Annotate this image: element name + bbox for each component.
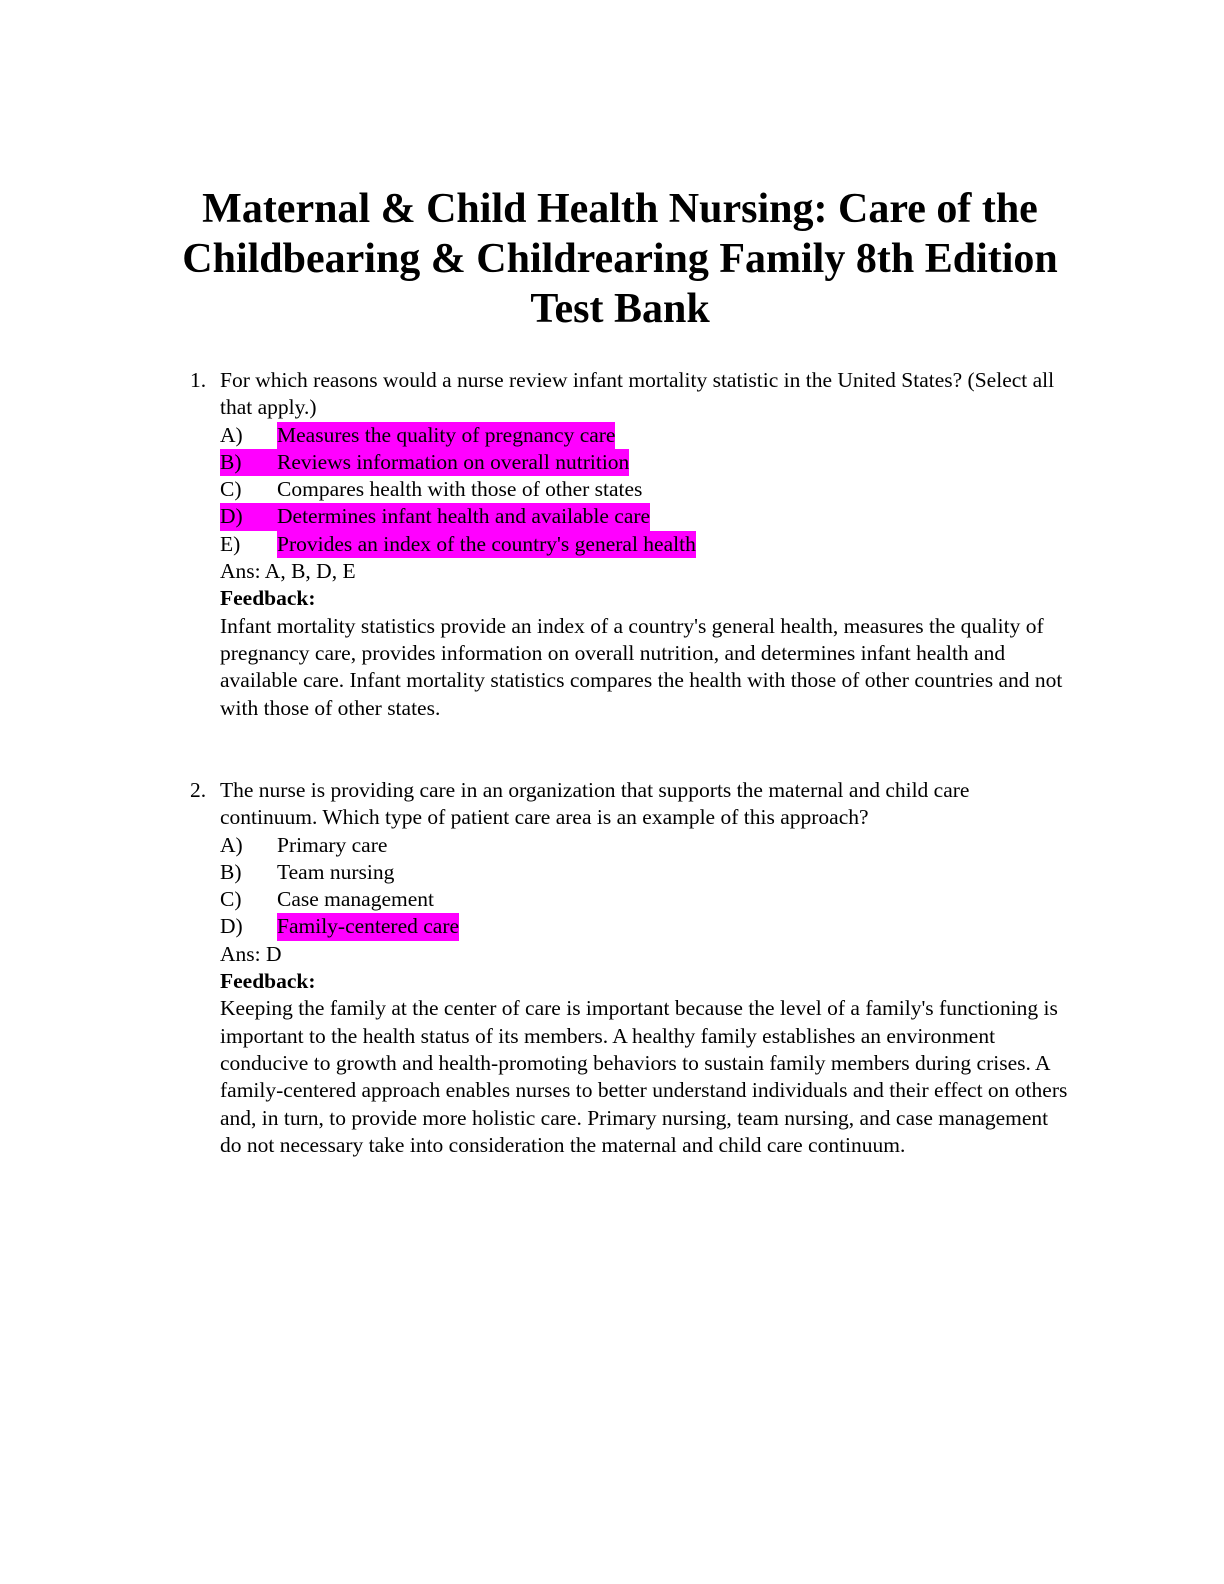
title-line-1: Maternal & Child Health Nursing: Care of… bbox=[202, 186, 1038, 232]
feedback-text: Infant mortality statistics provide an i… bbox=[220, 613, 1063, 720]
option-letter: D) bbox=[220, 503, 277, 531]
question-stem-block: 1. For which reasons would a nurse revie… bbox=[190, 367, 1070, 422]
option-b: B) Reviews information on overall nutrit… bbox=[220, 448, 1070, 477]
answer-key: Ans: D bbox=[220, 941, 282, 966]
option-a: A) Measures the quality of pregnancy car… bbox=[220, 421, 1070, 449]
option-letter: C) bbox=[220, 477, 242, 502]
title-line-3: Test Bank bbox=[530, 286, 710, 332]
option-e: E) Provides an index of the country's ge… bbox=[220, 530, 1070, 559]
option-text: Family-centered care bbox=[277, 913, 460, 941]
option-c: C) Case management bbox=[220, 886, 1070, 913]
option-a: A) Primary care bbox=[220, 832, 1070, 859]
document-title: Maternal & Child Health Nursing: Care of… bbox=[120, 184, 1120, 334]
question-stem: The nurse is providing care in an organi… bbox=[220, 778, 970, 830]
feedback-label: Feedback: bbox=[220, 969, 316, 994]
option-c: C) Compares health with those of other s… bbox=[220, 476, 1070, 503]
option-text: Determines infant health and available c… bbox=[277, 503, 651, 531]
question-stem-block: 2. The nurse is providing care in an org… bbox=[190, 777, 1070, 832]
feedback-label: Feedback: bbox=[220, 586, 316, 611]
option-letter: A) bbox=[220, 832, 243, 857]
question-stem: For which reasons would a nurse review i… bbox=[220, 368, 1055, 420]
option-text: Measures the quality of pregnancy care bbox=[277, 421, 616, 449]
title-line-2: Childbearing & Childrearing Family 8th E… bbox=[182, 236, 1058, 282]
feedback-text: Keeping the family at the center of care… bbox=[220, 996, 1068, 1157]
option-text: Primary care bbox=[277, 832, 388, 857]
option-d: D) Family-centered care bbox=[220, 913, 1070, 941]
option-letter: D) bbox=[220, 914, 243, 939]
question-1: 1. For which reasons would a nurse revie… bbox=[190, 367, 1070, 722]
question-2: 2. The nurse is providing care in an org… bbox=[190, 777, 1070, 1159]
option-text: Reviews information on overall nutrition bbox=[277, 448, 630, 477]
question-number: 2. bbox=[190, 778, 207, 802]
answer-options: A) Measures the quality of pregnancy car… bbox=[220, 421, 1070, 559]
option-text: Team nursing bbox=[277, 859, 395, 884]
option-text: Provides an index of the country's gener… bbox=[277, 530, 696, 559]
option-text: Compares health with those of other stat… bbox=[277, 477, 643, 502]
option-letter: A) bbox=[220, 422, 243, 447]
option-letter: B) bbox=[220, 448, 277, 477]
option-letter: B) bbox=[220, 859, 242, 884]
option-b: B) Team nursing bbox=[220, 859, 1070, 886]
option-d: D) Determines infant health and availabl… bbox=[220, 503, 1070, 531]
option-letter: C) bbox=[220, 887, 242, 912]
answer-options: A) Primary care B) Team nursing C) Case … bbox=[220, 832, 1070, 941]
option-letter: E) bbox=[220, 531, 241, 556]
option-text: Case management bbox=[277, 887, 435, 912]
question-number: 1. bbox=[190, 368, 207, 392]
answer-key: Ans: A, B, D, E bbox=[220, 559, 356, 584]
